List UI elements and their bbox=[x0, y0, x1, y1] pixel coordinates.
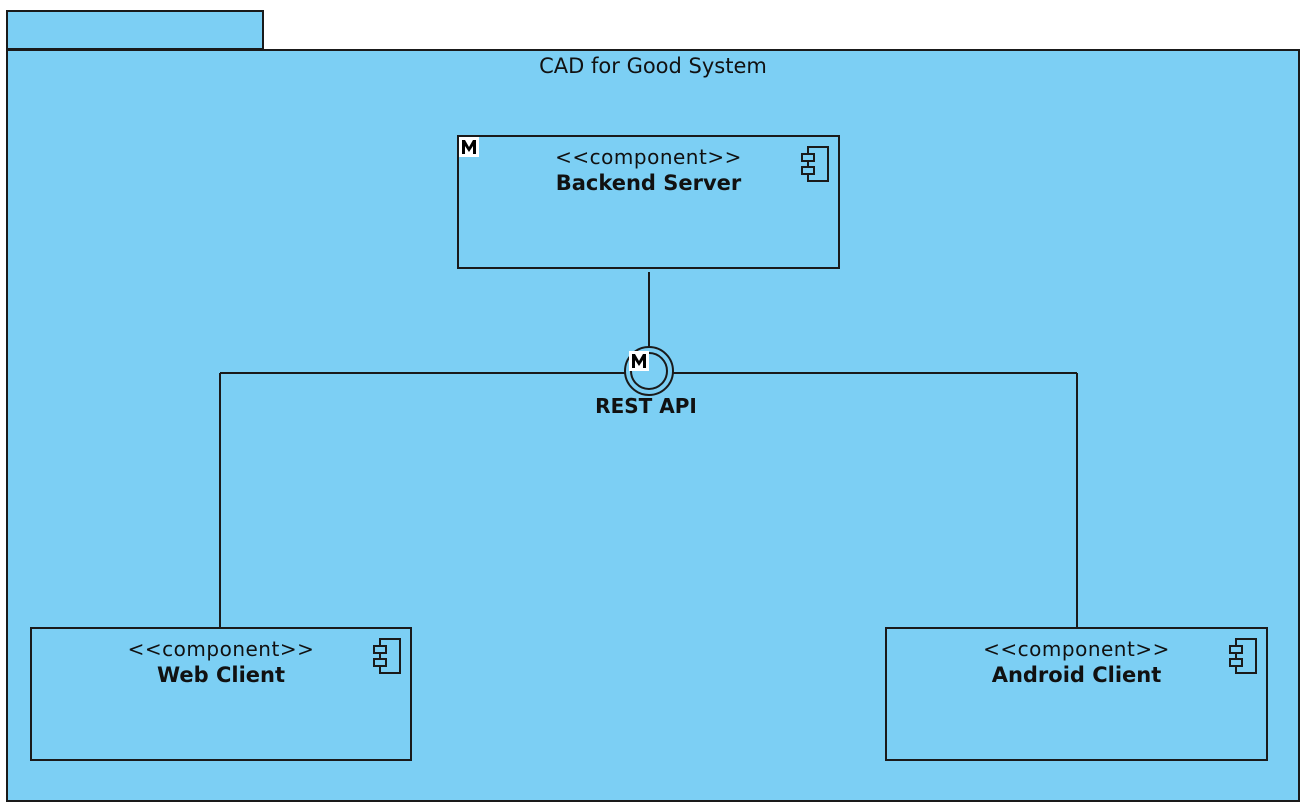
backend-name: Backend Server bbox=[555, 171, 742, 195]
android-client-name: Android Client bbox=[991, 663, 1162, 687]
rest-api-label: REST API bbox=[595, 394, 697, 418]
package-title: CAD for Good System bbox=[539, 54, 767, 78]
model-badge-icon: M bbox=[629, 351, 649, 371]
web-client-name: Web Client bbox=[156, 663, 286, 687]
web-client-stereotype: <<component>> bbox=[127, 637, 315, 661]
component-icon bbox=[801, 146, 829, 182]
model-badge-icon: M bbox=[459, 137, 479, 157]
android-client-stereotype: <<component>> bbox=[983, 637, 1170, 661]
component-android-client[interactable]: <<component>> Android Client bbox=[885, 627, 1268, 761]
component-icon bbox=[373, 638, 401, 674]
component-backend-server[interactable]: M <<component>> Backend Server bbox=[457, 135, 840, 269]
backend-stereotype: <<component>> bbox=[555, 145, 742, 169]
component-icon bbox=[1229, 638, 1257, 674]
component-web-client[interactable]: <<component>> Web Client bbox=[30, 627, 412, 761]
